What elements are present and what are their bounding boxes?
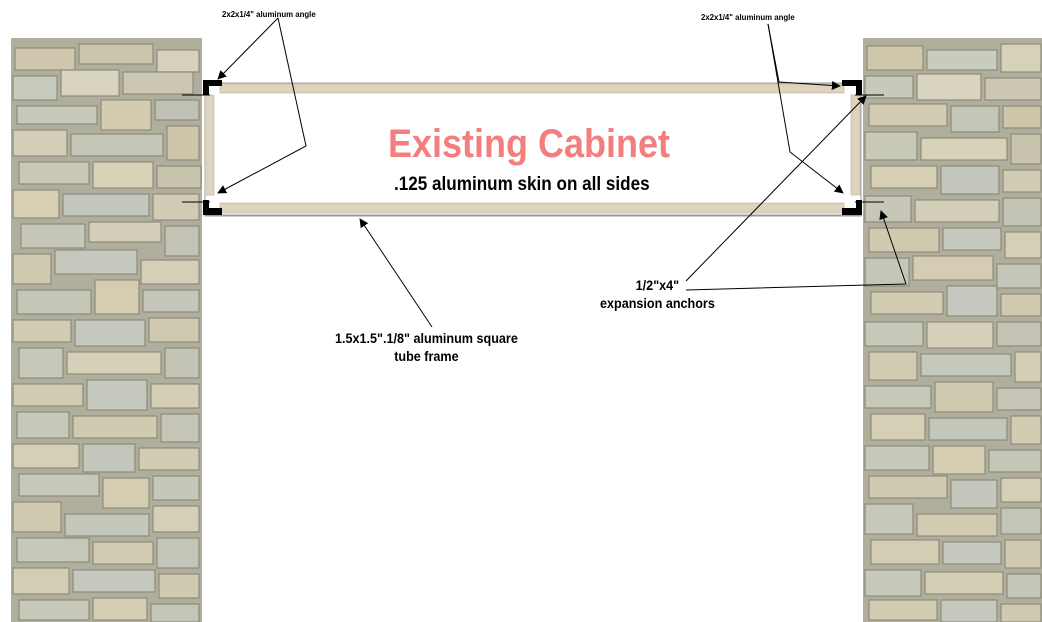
tube-frame-label-line1: 1.5x1.5".1/8" aluminum square xyxy=(335,330,518,346)
tube-frame-label: 1.5x1.5".1/8" aluminum square tube frame xyxy=(335,330,518,365)
anchor-label: 1/2"x4" expansion anchors xyxy=(600,277,715,312)
leader-angle-right-top xyxy=(767,23,841,90)
stone-texture xyxy=(863,38,1042,622)
anchor-label-line2: expansion anchors xyxy=(600,294,715,311)
cabinet-title: Existing Cabinet xyxy=(388,122,671,166)
stone-wall-right xyxy=(863,38,1042,622)
angle-label-right: 2x2x1/4" aluminum angle xyxy=(701,12,795,22)
leader-anchor-bottom xyxy=(685,210,907,291)
aluminum-angle-top-right xyxy=(842,80,884,96)
leader-anchor-top xyxy=(685,95,867,282)
angle-label-left: 2x2x1/4" aluminum angle xyxy=(222,9,316,19)
stone-wall-left xyxy=(11,38,202,622)
anchor-label-line1: 1/2"x4" xyxy=(635,277,680,293)
stone-texture xyxy=(11,38,202,622)
aluminum-angle-top-left xyxy=(182,80,222,96)
leader-angle-left-bottom xyxy=(217,17,307,194)
leader-angle-left-top xyxy=(217,17,279,80)
aluminum-angle-bottom-right xyxy=(842,200,884,215)
cabinet-outline xyxy=(204,82,862,217)
aluminum-angle-bottom-left xyxy=(182,200,222,215)
tube-frame-label-line2: tube frame xyxy=(394,347,459,364)
cabinet-subtitle: .125 aluminum skin on all sides xyxy=(394,174,650,195)
leader-angle-right-bottom xyxy=(767,23,844,194)
leader-tube-frame xyxy=(359,218,433,328)
